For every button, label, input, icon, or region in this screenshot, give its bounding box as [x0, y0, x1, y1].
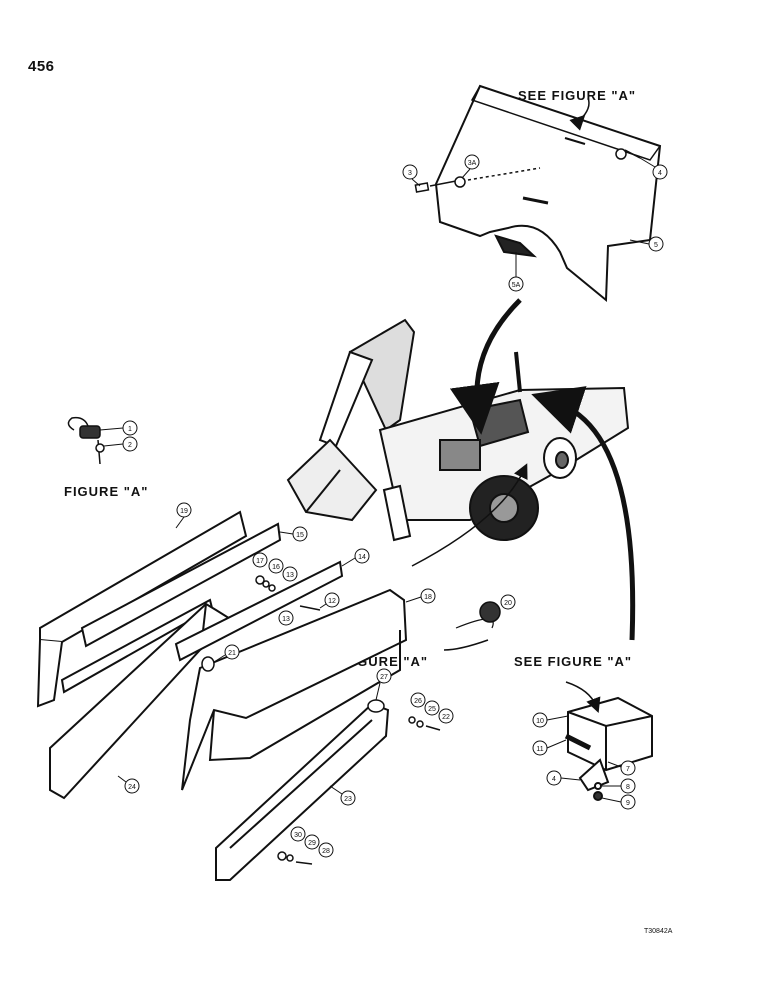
svg-text:27: 27 — [380, 674, 388, 681]
part-callout-14: 14 — [341, 548, 370, 567]
svg-text:7: 7 — [626, 766, 630, 773]
svg-text:20: 20 — [504, 600, 512, 607]
part-callout-28: 28 — [318, 842, 334, 858]
svg-text:13: 13 — [282, 616, 290, 623]
svg-text:17: 17 — [256, 558, 264, 565]
part-callout-8: 8 — [602, 778, 636, 794]
part-callout-10: 10 — [532, 712, 569, 728]
part-callout-26: 26 — [410, 692, 426, 708]
part-callout-23: 23 — [329, 785, 356, 806]
part-callout-4-top: 4 — [639, 157, 668, 180]
svg-text:24: 24 — [128, 784, 136, 791]
svg-text:5A: 5A — [512, 282, 521, 289]
drawing-code: T30842A — [644, 928, 673, 935]
panel-23 — [215, 702, 390, 881]
key-and-lock-figure — [67, 416, 105, 465]
part-callout-2: 2 — [103, 436, 138, 452]
part-callout-30: 30 — [290, 826, 306, 842]
see-figure-a-bottom-right: SEE FIGURE "A" — [514, 654, 633, 669]
hardware-small-parts — [201, 575, 501, 865]
panel-18 — [181, 588, 408, 791]
part-callout-21: 21 — [213, 644, 240, 663]
part-callout-5a: 5A — [508, 252, 524, 292]
part-callout-11: 11 — [532, 739, 567, 756]
panel-14 — [174, 560, 344, 662]
part-callout-25: 25 — [424, 700, 440, 716]
bolt-3 — [414, 148, 641, 193]
svg-text:13: 13 — [286, 572, 294, 579]
part-callout-5: 5 — [629, 236, 664, 252]
svg-text:21: 21 — [228, 650, 236, 657]
part-callouts: 1 2 3 3A 4 5 5A 19 15 14 17 16 13 12 13 … — [99, 154, 668, 858]
part-callout-4-box: 4 — [546, 770, 581, 786]
svg-text:10: 10 — [536, 718, 544, 725]
part-callout-20: 20 — [500, 594, 516, 610]
part-callout-15: 15 — [279, 526, 308, 542]
svg-text:5: 5 — [654, 242, 658, 249]
svg-text:15: 15 — [296, 532, 304, 539]
svg-text:4: 4 — [552, 776, 556, 783]
see-figure-a-top: SEE FIGURE "A" — [518, 88, 637, 103]
svg-text:28: 28 — [322, 848, 330, 855]
part-callout-18: 18 — [405, 588, 436, 604]
part-callout-1: 1 — [99, 420, 138, 436]
part-callout-12: 12 — [319, 592, 340, 609]
part-callout-9: 9 — [601, 794, 636, 810]
svg-text:12: 12 — [328, 598, 336, 605]
svg-text:3A: 3A — [468, 160, 477, 167]
svg-text:30: 30 — [294, 832, 302, 839]
svg-text:9: 9 — [626, 800, 630, 807]
part-callout-29: 29 — [304, 834, 320, 850]
part-callout-19: 19 — [175, 502, 192, 529]
panel-15 — [60, 522, 282, 694]
svg-text:25: 25 — [428, 706, 436, 713]
svg-text:8: 8 — [626, 784, 630, 791]
svg-text:11: 11 — [536, 746, 543, 753]
top-shield-panel — [434, 84, 662, 303]
svg-text:23: 23 — [344, 796, 352, 803]
battery-box-figure — [564, 681, 653, 801]
svg-text:1: 1 — [128, 426, 132, 433]
svg-text:3: 3 — [408, 170, 412, 177]
part-callout-3a: 3A — [461, 154, 480, 179]
part-callout-3: 3 — [402, 164, 421, 187]
part-callout-13b: 13 — [278, 610, 294, 626]
svg-text:2: 2 — [128, 442, 132, 449]
svg-text:22: 22 — [442, 714, 450, 721]
svg-text:26: 26 — [414, 698, 422, 705]
part-callout-24: 24 — [117, 775, 140, 794]
part-callout-7: 7 — [607, 760, 636, 776]
svg-text:29: 29 — [308, 840, 316, 847]
svg-text:4: 4 — [658, 170, 662, 177]
top-callout-arrow — [569, 97, 590, 131]
svg-text:16: 16 — [272, 564, 280, 571]
svg-text:14: 14 — [358, 554, 366, 561]
part-callout-17: 17 — [252, 552, 268, 568]
svg-text:18: 18 — [424, 594, 432, 601]
part-callout-16: 16 — [268, 558, 284, 574]
backhoe-tractor — [286, 318, 630, 542]
figure-a-label: FIGURE "A" — [64, 484, 149, 499]
svg-text:19: 19 — [180, 508, 188, 515]
part-callout-22: 22 — [438, 708, 454, 724]
page-number: 456 — [28, 58, 55, 75]
part-callout-13a: 13 — [282, 566, 298, 582]
part-callout-27: 27 — [375, 668, 392, 701]
